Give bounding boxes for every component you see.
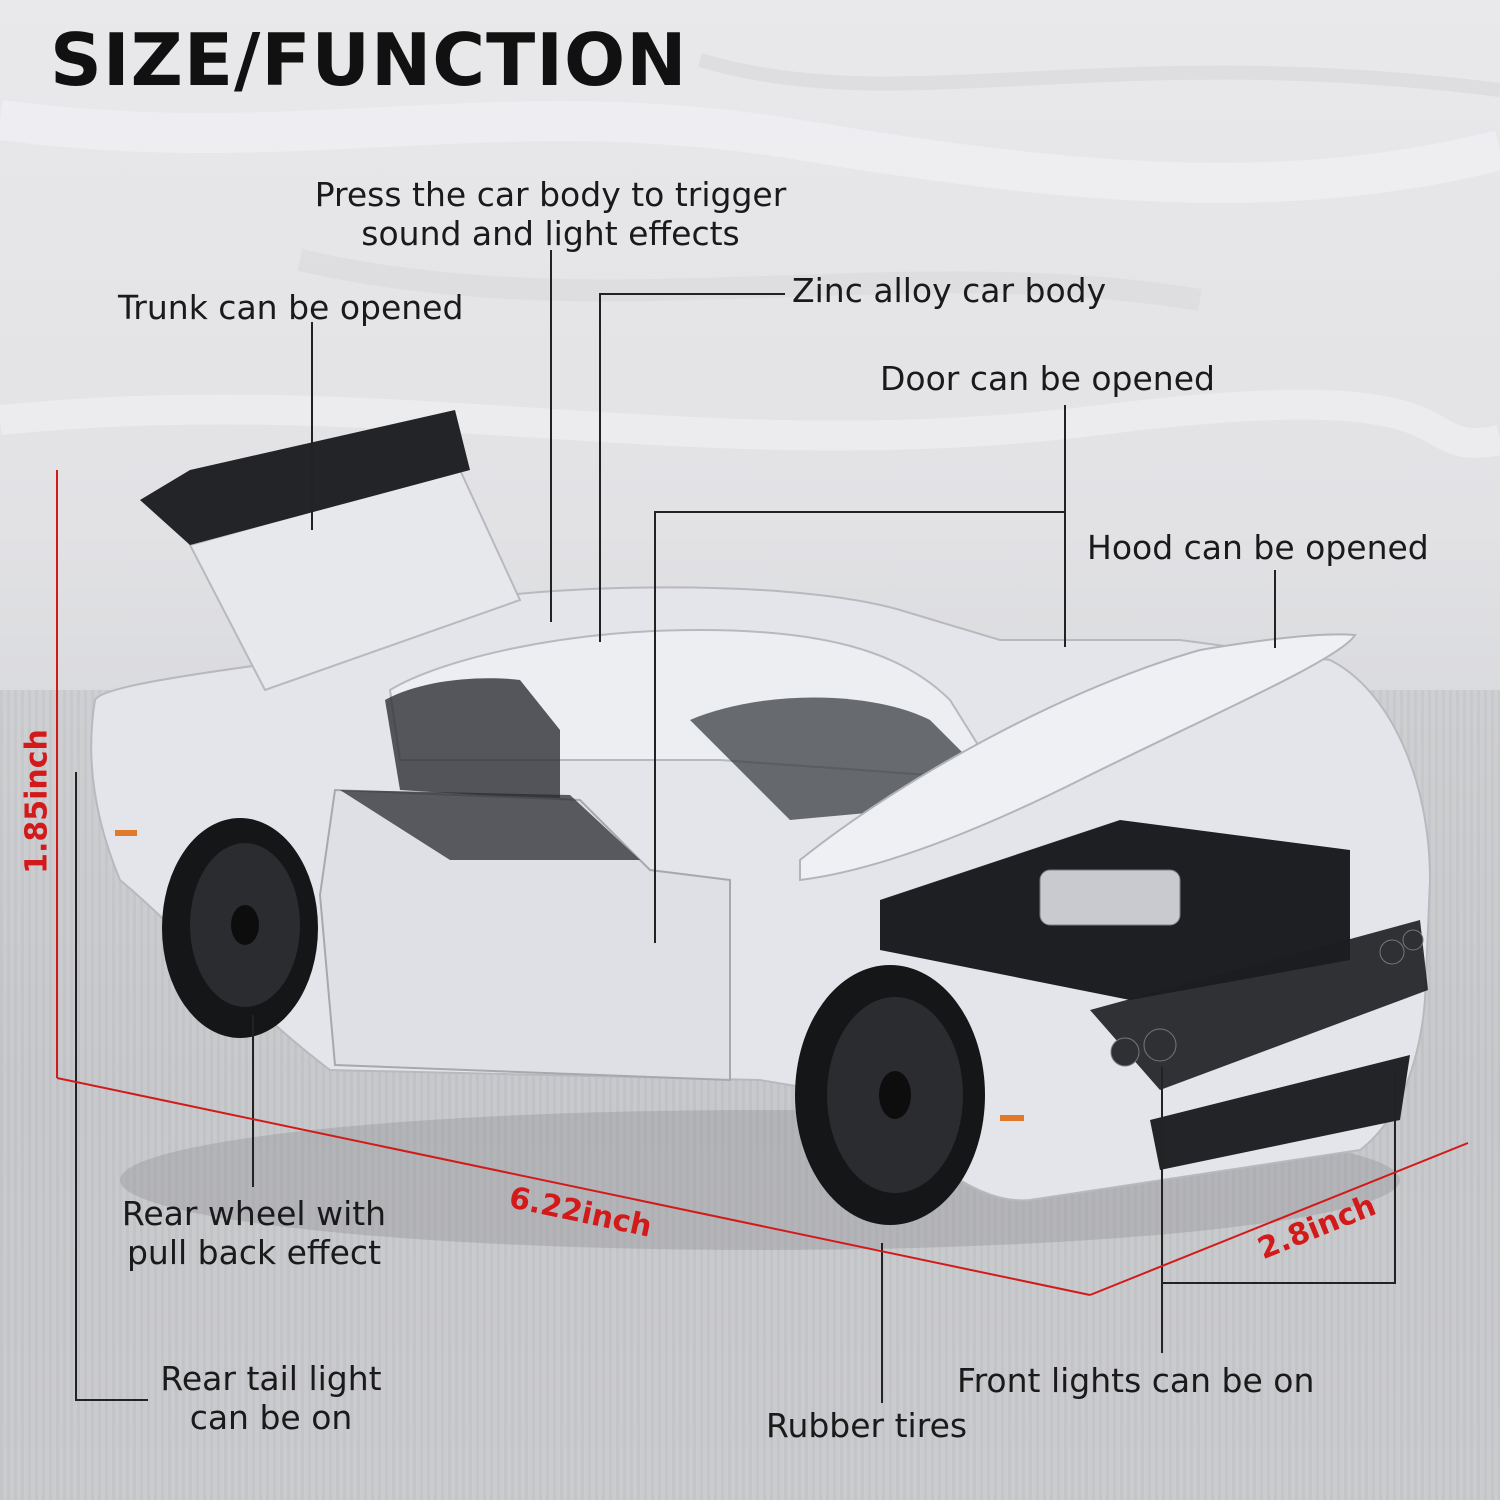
callout-rear-wheel: Rear wheel with pull back effect bbox=[95, 1194, 413, 1272]
callout-tail-light-line1: Rear tail light bbox=[160, 1359, 382, 1398]
callout-zinc-body: Zinc alloy car body bbox=[792, 271, 1107, 310]
callout-trunk: Trunk can be opened bbox=[118, 288, 464, 327]
dimension-height: 1.85inch bbox=[19, 729, 55, 874]
callout-front-lights: Front lights can be on bbox=[957, 1361, 1315, 1400]
front-wheel bbox=[795, 965, 985, 1225]
rear-wheel bbox=[162, 818, 318, 1038]
callout-press-body-line2: sound and light effects bbox=[361, 214, 740, 253]
callout-hood: Hood can be opened bbox=[1087, 528, 1429, 567]
callout-tail-light-line2: can be on bbox=[189, 1398, 353, 1437]
callout-press-body: Press the car body to trigger sound and … bbox=[288, 175, 813, 253]
callout-press-body-line1: Press the car body to trigger bbox=[314, 175, 787, 214]
page-title: SIZE/FUNCTION bbox=[50, 18, 688, 102]
callout-door: Door can be opened bbox=[880, 359, 1215, 398]
callout-rear-wheel-line1: Rear wheel with bbox=[121, 1194, 387, 1233]
callout-rubber-tires: Rubber tires bbox=[766, 1406, 968, 1445]
callout-tail-light: Rear tail light can be on bbox=[140, 1359, 402, 1437]
callout-rear-wheel-line2: pull back effect bbox=[126, 1233, 382, 1272]
